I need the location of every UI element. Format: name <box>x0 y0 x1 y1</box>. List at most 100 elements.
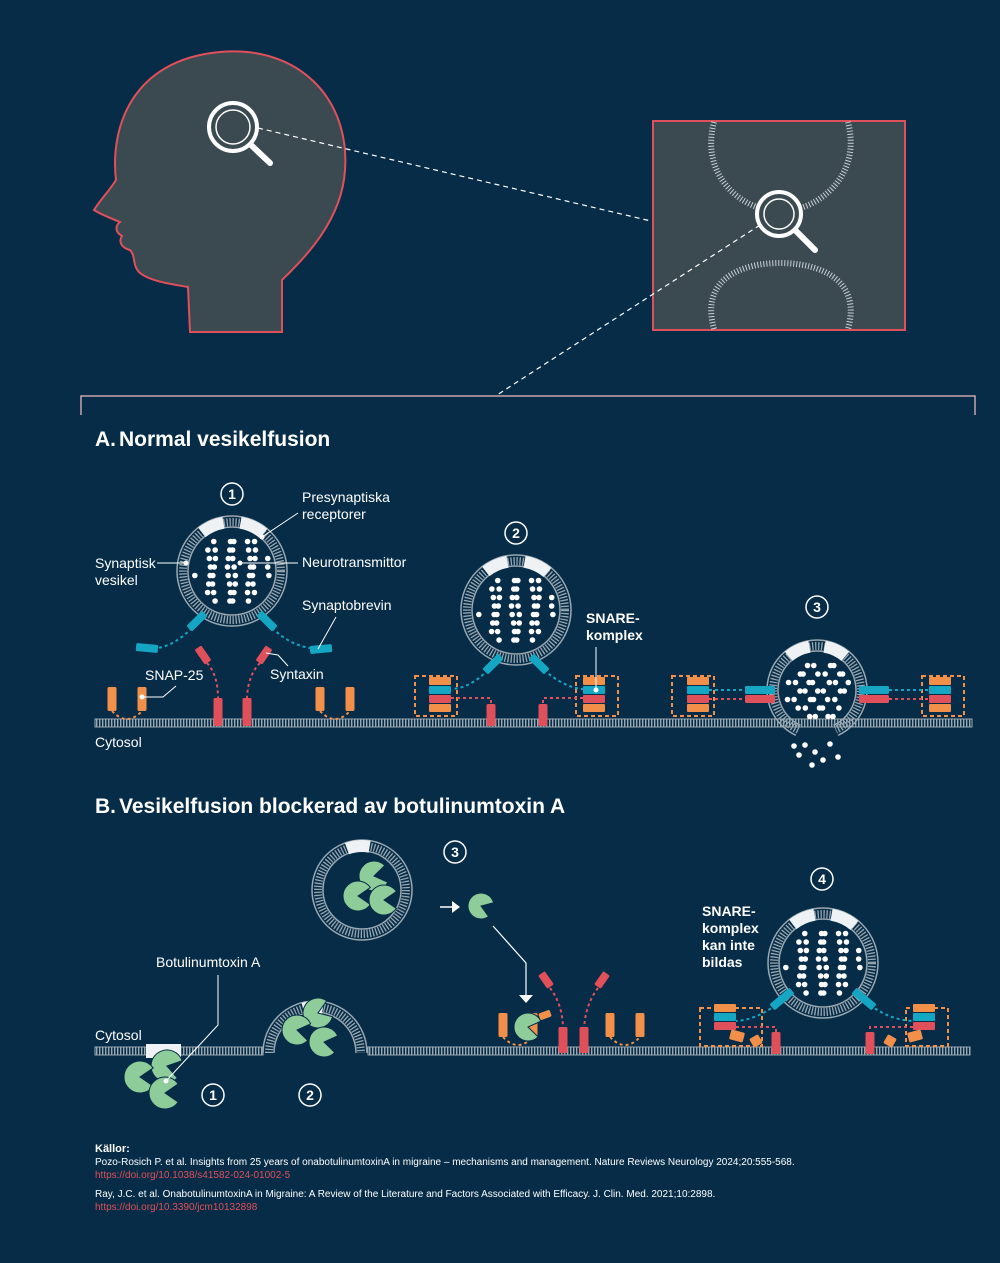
section-a-title: Normal vesikelfusion <box>119 428 330 451</box>
released-neurotransmitter <box>802 742 808 748</box>
syntaxin-protein <box>865 1032 875 1054</box>
synaptic-vesicle-a1 <box>176 515 288 627</box>
neurotransmitter-dot <box>212 547 218 553</box>
neurotransmitter-dot <box>535 577 542 584</box>
snap25-protein <box>345 687 355 711</box>
neurotransmitter-dot <box>247 555 253 562</box>
neurotransmitter-dot <box>210 538 217 545</box>
linker-dashed <box>271 627 311 649</box>
neurotransmitter-dot <box>513 637 520 643</box>
section-b-title: Vesikelfusion blockerad av botulinumtoxi… <box>119 795 565 818</box>
neurotransmitter-dot <box>250 581 256 587</box>
svg-text:3: 3 <box>451 844 459 860</box>
botulinumtoxin-molecule <box>467 892 495 920</box>
snare-complex-segment <box>429 704 451 712</box>
botulinumtoxin-molecule <box>308 1026 339 1058</box>
neurotransmitter-dot <box>820 947 827 954</box>
neurotransmitter-dot <box>816 964 822 971</box>
neurotransmitter-dot <box>815 956 822 962</box>
neurotransmitter-dot <box>822 981 828 988</box>
vesicle-inner-membrane <box>777 650 857 727</box>
reference-link[interactable]: https://doi.org/10.3390/jcm10132898 <box>95 1202 258 1213</box>
snap25-protein <box>605 1013 615 1037</box>
snap25-protein <box>107 687 117 711</box>
neurotransmitter-dot <box>836 990 843 996</box>
botulinumtoxin-molecule <box>148 1076 179 1110</box>
presynaptic-receptor <box>823 640 850 662</box>
reference-text: Pozo-Rosich P. et al. Insights from 25 y… <box>95 1157 795 1168</box>
neurotransmitter-dot <box>531 594 537 601</box>
neurotransmitter-dot <box>211 564 218 570</box>
label-cytosol-a: Cytosol <box>95 734 142 750</box>
snare-complex-segment <box>429 686 451 694</box>
neurotransmitter-dot <box>491 603 498 609</box>
linker-dashed <box>451 669 489 690</box>
label-cytosol-b: Cytosol <box>95 1027 142 1043</box>
snare-complex-segment <box>929 695 951 703</box>
synaptobrevin-protein <box>529 654 549 674</box>
neurotransmitter-dot <box>510 620 517 626</box>
linker-dashed <box>869 1004 914 1022</box>
arrow-right-icon <box>440 901 460 913</box>
neurotransmitter-dot <box>783 964 789 971</box>
neurotransmitter-dot <box>536 586 543 592</box>
sources-heading: Källor: <box>95 1143 130 1155</box>
cleaved-snap25-fragment <box>907 1029 923 1043</box>
neurotransmitter-dot <box>516 620 523 626</box>
cleaved-snap25-fragment <box>538 1010 552 1020</box>
neurotransmitter-dot <box>508 603 515 609</box>
neurotransmitter-dot <box>795 705 801 711</box>
neurotransmitter-dot <box>206 555 213 562</box>
synaptobrevin-protein <box>257 611 277 631</box>
neurotransmitter-dot <box>797 947 804 954</box>
cleaved-snap25-fragment <box>729 1029 745 1043</box>
neurotransmitter-dot <box>795 981 802 988</box>
syntaxin-protein <box>213 698 223 726</box>
neurotransmitter-dot <box>252 547 259 553</box>
label-synaptobrevin: Synaptobrevin <box>302 597 392 613</box>
neurotransmitter-dot <box>802 705 809 711</box>
released-neurotransmitter <box>796 752 802 758</box>
neurotransmitter-dot <box>796 973 803 979</box>
vesicle-membrane-hatch <box>769 642 865 734</box>
neurotransmitter-dot <box>822 956 828 962</box>
neurotransmitter-dot <box>843 947 849 954</box>
linker-dashed <box>583 987 599 1031</box>
snare-complex-segment <box>429 695 451 703</box>
neurotransmitter-dot <box>812 713 819 720</box>
neurotransmitter-dot <box>516 611 523 618</box>
neurotransmitter-dot <box>836 705 842 711</box>
syntaxin-protein <box>558 1027 568 1053</box>
zoom-line <box>496 224 761 396</box>
neurotransmitter-dot <box>803 947 810 954</box>
syntaxin-protein <box>745 695 775 703</box>
neurotransmitter-dot <box>212 555 219 562</box>
neurotransmitter-dot <box>192 572 198 579</box>
neurotransmitter-dot <box>229 555 236 562</box>
snare-complex-segment <box>929 686 951 694</box>
label-neurotransmitter: Neurotransmittor <box>302 554 407 570</box>
neurotransmitter-dot <box>494 611 500 618</box>
neurotransmitter-dot <box>816 947 823 954</box>
snare-complex-segment <box>687 704 709 712</box>
neurotransmitter-dot <box>225 572 231 579</box>
section-a-letter: A. <box>95 428 116 451</box>
cell-membrane-b-right <box>367 1046 971 1056</box>
linker-dashed <box>319 710 351 720</box>
neurotransmitter-dot <box>830 713 836 720</box>
neurotransmitter-dot <box>804 662 811 669</box>
presynaptic-receptor <box>198 516 225 538</box>
snap25-linker-box <box>575 675 619 717</box>
neurotransmitter-dot <box>534 620 540 626</box>
neurotransmitter-dot <box>495 603 502 609</box>
reference-link[interactable]: https://doi.org/10.1038/s41582-024-01002… <box>95 1170 291 1181</box>
synaptobrevin-protein <box>135 643 159 653</box>
neurotransmitter-dot <box>264 555 271 562</box>
fused-vesicle-a3 <box>766 639 868 736</box>
neurotransmitter-dot <box>825 713 831 720</box>
snap25-protein <box>635 1013 645 1037</box>
neurotransmitter-dot <box>855 947 862 954</box>
neurotransmitter-dot <box>513 594 520 601</box>
